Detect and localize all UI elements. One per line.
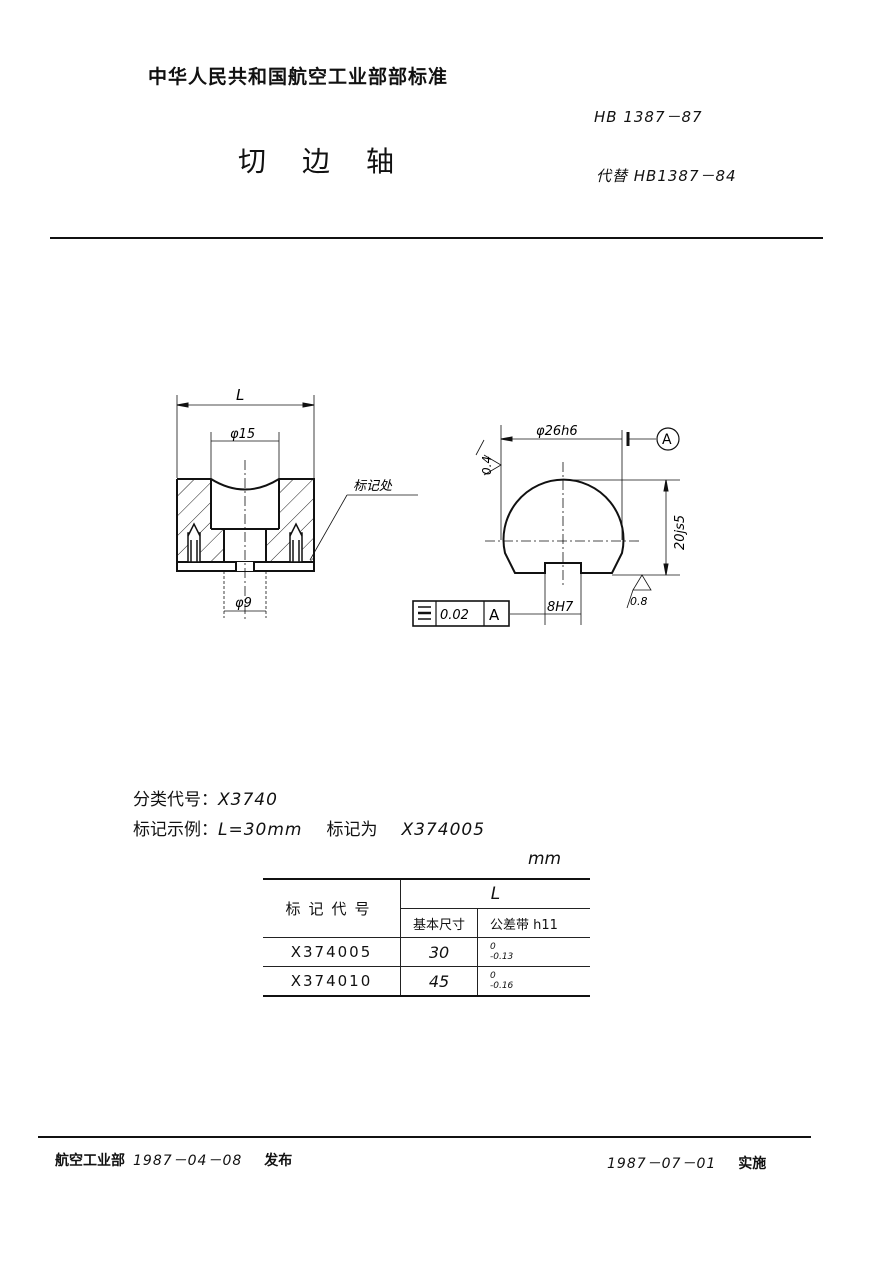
roughness-top-label: 0.4 <box>480 456 494 475</box>
example-mark-label: 标记为 <box>326 820 378 840</box>
issuer: 航空工业部 <box>55 1153 125 1169</box>
issue-date: 1987－04－08 <box>133 1153 243 1169</box>
row-code: X374005 <box>263 937 401 967</box>
header-tolerance: 公差带 h11 <box>477 908 590 938</box>
issue-label: 发布 <box>264 1153 293 1169</box>
spec-table: 标记代号 L 基本尺寸 公差带 h11 X374005 30 0-0.13 X3… <box>263 878 590 997</box>
title-char: 边 <box>302 145 331 178</box>
classification-value: X3740 <box>218 790 278 810</box>
replaces-standard: 代替 HB1387－84 <box>596 167 737 185</box>
tolerance-value: 0.02 <box>440 608 469 623</box>
dim-slot-label: 8H7 <box>547 600 574 615</box>
tol-lower: -0.13 <box>490 952 514 962</box>
tol-lower: -0.16 <box>490 981 514 991</box>
dim-diameter-label: φ26h6 <box>536 424 578 439</box>
issuing-organization: 中华人民共和国航空工业部部标准 <box>148 66 449 88</box>
table-row: X374005 30 0-0.13 <box>263 937 590 967</box>
effective-info: 1987－07－01 实施 <box>607 1153 766 1173</box>
classification-label: 分类代号： <box>133 790 218 810</box>
example-mark-value: X374005 <box>401 820 486 840</box>
technical-drawing: L φ15 φ9 标记处 <box>176 386 688 627</box>
dim-height-label: 20js5 <box>673 515 688 550</box>
document-title: 切边轴 <box>238 140 430 180</box>
example-condition: L=30mm <box>218 820 303 840</box>
table-row: X374010 45 0-0.16 <box>263 966 590 997</box>
tolerance-datum: A <box>489 606 500 624</box>
effective-label: 实施 <box>738 1156 767 1172</box>
row-tolerance: 0-0.13 <box>477 937 590 967</box>
tol-upper: 0 <box>490 942 496 952</box>
row-code: X374010 <box>263 966 401 997</box>
header-divider <box>50 237 823 239</box>
marking-location-label: 标记处 <box>353 479 393 494</box>
marking-example-line: 标记示例：L=30mm 标记为 X374005 <box>133 815 485 840</box>
tol-upper: 0 <box>490 971 496 981</box>
title-char: 切 <box>238 145 267 178</box>
row-basic: 45 <box>400 966 478 997</box>
section-view <box>176 395 418 620</box>
row-tolerance: 0-0.16 <box>477 966 590 997</box>
title-char: 轴 <box>366 145 395 178</box>
dim-bore-label: φ15 <box>230 427 255 442</box>
symmetry-icon <box>418 606 431 620</box>
header-basic-size: 基本尺寸 <box>400 908 478 938</box>
roughness-bottom-label: 0.8 <box>630 595 648 608</box>
dim-length-label: L <box>236 386 244 404</box>
example-label: 标记示例： <box>133 820 218 840</box>
end-view <box>412 425 680 627</box>
header-code: 标记代号 <box>263 878 401 938</box>
standard-number: HB 1387－87 <box>594 108 703 126</box>
row-basic: 30 <box>400 937 478 967</box>
effective-date: 1987－07－01 <box>607 1156 717 1172</box>
dim-hole-label: φ9 <box>235 596 252 611</box>
header-group-L: L <box>400 878 590 909</box>
footer-divider <box>38 1136 811 1138</box>
classification-line: 分类代号：X3740 <box>133 785 278 810</box>
issue-info: 航空工业部 1987－04－08 发布 <box>55 1150 292 1170</box>
datum-label: A <box>662 432 672 448</box>
table-unit: mm <box>528 849 562 869</box>
